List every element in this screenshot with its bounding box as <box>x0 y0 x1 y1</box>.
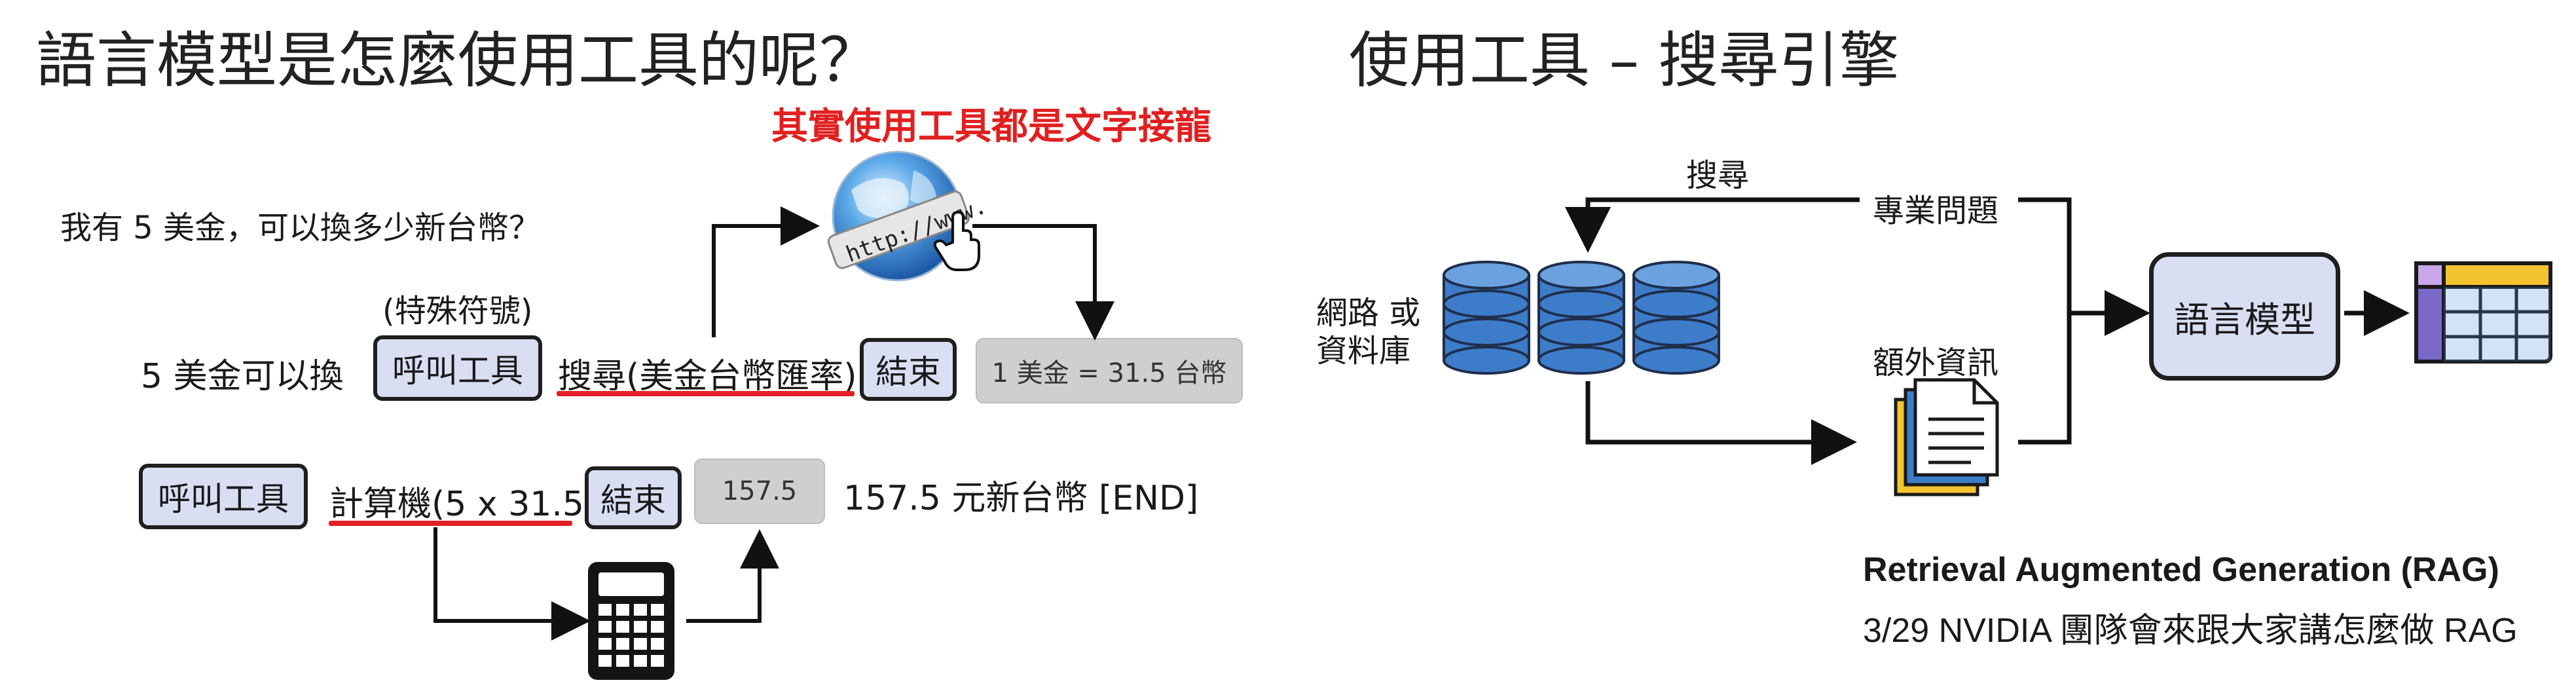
extra-info-label: 額外資訊 <box>1873 345 1999 381</box>
database-cylinder-1 <box>1443 261 1530 375</box>
call-tool-box-2: 呼叫工具 <box>139 464 308 529</box>
search-flow-arrows <box>712 206 1114 341</box>
search-call-text: 搜尋(美金台幣匯率) <box>558 357 857 396</box>
calculator-underline <box>329 521 572 526</box>
web-globe-icon: http://www. <box>827 151 990 282</box>
end-label-1: 結束 <box>875 353 941 391</box>
rag-title: Retrieval Augmented Generation (RAG) <box>1863 551 2499 589</box>
calculator-call-text: 計算機(5 x 31.5) <box>329 485 598 524</box>
call-tool-label-1: 呼叫工具 <box>392 352 523 390</box>
special-token-label: (特殊符號) <box>382 293 533 329</box>
document-icon <box>1894 378 1999 496</box>
db-label-line1: 網路 或 <box>1316 295 1421 331</box>
end-box-1: 結束 <box>860 338 957 401</box>
professional-question: 專業問題 <box>1873 193 1999 229</box>
final-answer-text: 157.5 元新台幣 [END] <box>843 479 1199 518</box>
end-box-2: 結束 <box>585 466 682 529</box>
table-output-icon <box>2414 261 2552 364</box>
calculator-icon <box>588 562 674 680</box>
language-model-label: 語言模型 <box>2174 299 2315 341</box>
search-result-box: 1 美金 = 31.5 台幣 <box>976 338 1243 403</box>
language-model-box: 語言模型 <box>2149 252 2340 381</box>
search-underline <box>557 391 855 396</box>
left-title: 語言模型是怎麼使用工具的呢？ <box>36 26 880 96</box>
highlight-text: 其實使用工具都是文字接龍 <box>771 105 1211 148</box>
calc-flow-arrows <box>433 527 779 641</box>
calc-result-text: 157.5 <box>722 476 798 506</box>
search-result-text: 1 美金 = 31.5 台幣 <box>991 358 1227 388</box>
search-label: 搜尋 <box>1686 157 1750 194</box>
call-tool-box-1: 呼叫工具 <box>373 335 542 401</box>
right-title: 使用工具 – 搜尋引擎 <box>1349 26 1900 96</box>
rag-arrows <box>1565 197 2410 465</box>
db-label-line2: 資料庫 <box>1316 333 1411 369</box>
rag-note: 3/29 NVIDIA 團隊會來跟大家講怎麼做 RAG <box>1863 612 2518 650</box>
database-cylinder-2 <box>1537 261 1625 375</box>
row1-prefix: 5 美金可以換 <box>141 357 344 396</box>
database-cylinder-3 <box>1632 261 1720 375</box>
calc-result-box: 157.5 <box>694 458 825 524</box>
call-tool-label-2: 呼叫工具 <box>158 480 289 518</box>
end-label-2: 結束 <box>600 481 666 519</box>
database-icon <box>1443 261 1720 375</box>
question-text: 我有 5 美金，可以換多少新台幣？ <box>60 210 541 246</box>
